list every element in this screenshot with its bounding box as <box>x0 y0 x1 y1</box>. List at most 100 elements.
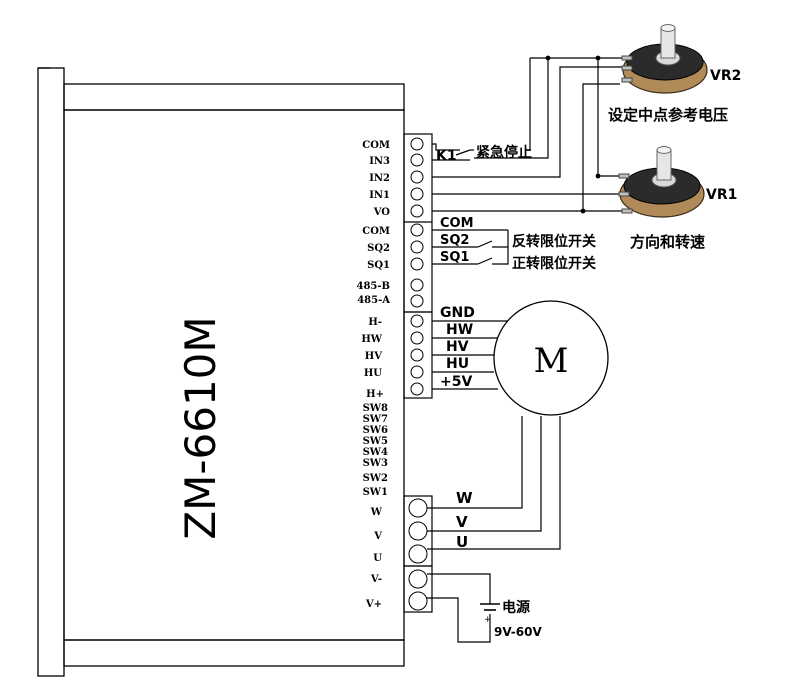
motor: M <box>493 300 609 416</box>
control-pin-labels: COM IN3 IN2 IN1 VO COM SQ2 SQ1 485-B 485… <box>357 140 391 306</box>
hall-wiring <box>432 320 508 390</box>
pot-pin <box>618 191 630 197</box>
terminal-circle <box>410 294 424 308</box>
hall-terminal-block <box>403 311 433 399</box>
switch-label: SW1 <box>363 487 388 498</box>
housing-top-rail <box>63 83 405 111</box>
hall-pin-labels: H- HW HV HU H+ <box>361 317 384 400</box>
sq2-wire-label: SQ2 <box>440 233 469 248</box>
terminal-circle <box>410 348 424 362</box>
pot-shaft <box>660 27 676 59</box>
pin-label: HU <box>364 368 382 379</box>
pot-shaft <box>656 149 672 181</box>
pin-label: IN2 <box>369 173 390 184</box>
hall-terminal-circles <box>410 314 424 396</box>
power-wiring <box>427 573 500 643</box>
terminal-circle <box>410 278 424 292</box>
switch-labels: SW8 SW7 SW6 SW5 SW4 SW3 SW2 SW1 <box>363 403 388 498</box>
plus5v-label: +5V <box>440 374 472 390</box>
terminal-circle <box>408 569 428 589</box>
terminal-circle <box>410 314 424 328</box>
terminal-circle <box>408 591 428 611</box>
sq1-wire-label: SQ1 <box>440 250 469 265</box>
pin-label: V <box>373 531 382 542</box>
v-phase-wire <box>427 416 542 532</box>
motor-label: M <box>534 341 569 381</box>
terminal-circle <box>410 257 424 271</box>
junction-dot <box>595 173 601 179</box>
phase-wiring <box>427 416 561 550</box>
in3-estop-wire <box>474 58 549 159</box>
terminal-circle <box>410 153 424 167</box>
model-label: ZM-6610M <box>176 316 225 539</box>
power-voltage-range: 9V-60V <box>494 625 542 639</box>
control-wire-labels: K1 紧急停止 COM SQ2 SQ1 反转限位开关 正转限位开关 <box>436 144 596 272</box>
pot-pin <box>621 77 633 83</box>
pot-shaft-tip <box>656 146 672 154</box>
pin-label: HV <box>365 351 382 362</box>
pin-label: H- <box>368 317 382 328</box>
vr1-caption: 方向和转速 <box>630 233 705 251</box>
pin-label: SQ2 <box>367 243 390 254</box>
pin-label: 485-A <box>357 295 390 306</box>
switch-label: SW8 <box>363 403 388 414</box>
terminal-circle <box>408 498 428 518</box>
gnd-label: GND <box>440 305 475 321</box>
switch-label: SW4 <box>363 447 388 458</box>
terminal-circle <box>410 187 424 201</box>
terminal-circle <box>408 521 428 541</box>
pin-label: SQ1 <box>367 260 390 271</box>
in2-wire <box>432 66 624 178</box>
k1-label: K1 <box>436 148 457 164</box>
u-phase-wire <box>427 416 561 550</box>
terminal-circle <box>410 331 424 345</box>
terminal-circle <box>410 382 424 396</box>
vminus-wire <box>427 573 491 604</box>
reverse-limit-label: 反转限位开关 <box>512 233 596 250</box>
battery-plus: + <box>484 615 492 625</box>
housing-body <box>63 109 405 641</box>
sq1-return <box>492 247 509 265</box>
pot-pin <box>621 208 633 214</box>
junction-dot <box>595 55 601 61</box>
pin-label: V+ <box>365 599 382 610</box>
terminal-circle <box>410 137 424 151</box>
power-supply-label: 电源 <box>502 599 530 616</box>
k1-contact <box>455 149 471 156</box>
pin-label: COM <box>362 140 390 151</box>
hv-label: HV <box>446 339 469 355</box>
com-wire-label: COM <box>440 216 474 231</box>
pin-label: U <box>373 553 382 564</box>
vr2-caption: 设定中点参考电压 <box>608 106 728 124</box>
forward-limit-label: 正转限位开关 <box>512 255 596 272</box>
pin-label: IN3 <box>369 156 390 167</box>
hall-wire-labels: GND HW HV HU +5V <box>440 305 475 390</box>
housing-side-flange <box>37 67 65 677</box>
power-terminal-circles <box>408 498 428 611</box>
pin-label: COM <box>362 226 390 237</box>
motor-circle <box>493 300 609 416</box>
pin-label: V- <box>370 574 382 585</box>
pin-label: VO <box>373 207 391 218</box>
pot-shaft-tip <box>660 24 676 32</box>
v-wire-label: V <box>456 513 468 531</box>
sq2-return <box>492 230 509 248</box>
power-terminal-block <box>403 565 433 613</box>
estop-label: 紧急停止 <box>476 144 532 161</box>
terminal-circle <box>410 223 424 237</box>
terminal-circle <box>410 170 424 184</box>
pot-pin <box>621 65 633 71</box>
hu-label: HU <box>446 356 469 372</box>
u-wire-label: U <box>456 533 468 551</box>
w-wire-label: W <box>456 489 473 507</box>
w-phase-wire <box>427 416 523 509</box>
switch-label: SW6 <box>363 425 388 436</box>
vo-wire <box>432 83 620 212</box>
switch-label: SW5 <box>363 436 388 447</box>
pin-label: H+ <box>366 389 384 400</box>
vr2-label: VR2 <box>710 68 741 84</box>
junction-dot <box>545 55 551 61</box>
pin-label: W <box>370 507 383 518</box>
junction-dots <box>545 55 601 214</box>
hw-label: HW <box>446 322 473 338</box>
